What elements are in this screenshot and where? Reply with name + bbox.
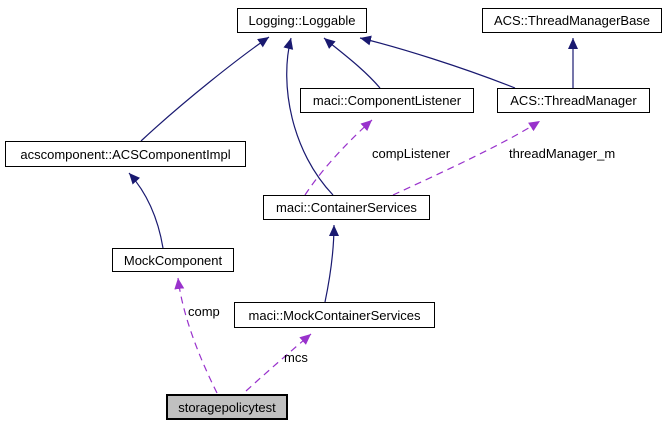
edge-label-complistener: compListener: [372, 146, 451, 161]
edge-usage-containerservices-to-threadmanager: [392, 120, 541, 196]
node-acs-threadmanagerbase[interactable]: ACS::ThreadManagerBase: [482, 8, 662, 33]
node-label: MockComponent: [123, 252, 223, 268]
edge-inherit-threadmanager-to-loggable: [359, 35, 516, 89]
node-label: maci::ContainerServices: [276, 200, 417, 215]
node-storagepolicytest: storagepolicytest: [166, 394, 288, 420]
edge-inherit-acscomponentimpl-to-loggable: [140, 36, 270, 142]
node-label: maci::MockContainerServices: [248, 307, 421, 323]
node-maci-componentlistener[interactable]: maci::ComponentListener: [300, 88, 474, 113]
node-label: ACS::ThreadManagerBase: [493, 13, 651, 28]
node-acs-threadmanager[interactable]: ACS::ThreadManager: [497, 88, 650, 113]
node-label: ACS::ThreadManager: [510, 93, 637, 108]
edge-label-mcs: mcs: [284, 350, 308, 365]
edge-inherit-containerservices-to-loggable: [283, 37, 334, 196]
edge-usage-containerservices-to-componentlistener: [304, 119, 373, 196]
edge-inherit-mockcomponent-to-acscomponentimpl: [128, 172, 164, 249]
node-mockcomponent[interactable]: MockComponent: [112, 248, 234, 272]
edge-label-comp: comp: [188, 304, 220, 319]
edge-label-threadmanager-m: threadManager_m: [509, 146, 616, 161]
node-acscomponent-acscomponentimpl[interactable]: acscomponent::ACSComponentImpl: [5, 141, 246, 167]
node-logging-loggable[interactable]: Logging::Loggable: [237, 8, 367, 33]
node-label: Logging::Loggable: [248, 13, 356, 28]
node-label: maci::ComponentListener: [312, 93, 462, 108]
node-maci-mockcontainerservices[interactable]: maci::MockContainerServices: [234, 302, 435, 328]
edge-usage-storagepolicytest-to-mockcontainerservices: [245, 333, 312, 392]
node-label: acscomponent::ACSComponentImpl: [20, 146, 231, 162]
node-label: storagepolicytest: [178, 399, 276, 415]
edge-inherit-componentlistener-to-loggable: [323, 37, 381, 89]
edge-inherit-mockcontainerservices-to-containerservices: [324, 224, 339, 303]
node-maci-containerservices[interactable]: maci::ContainerServices: [263, 195, 430, 220]
edge-usage-storagepolicytest-to-mockcomponent: [174, 277, 218, 394]
